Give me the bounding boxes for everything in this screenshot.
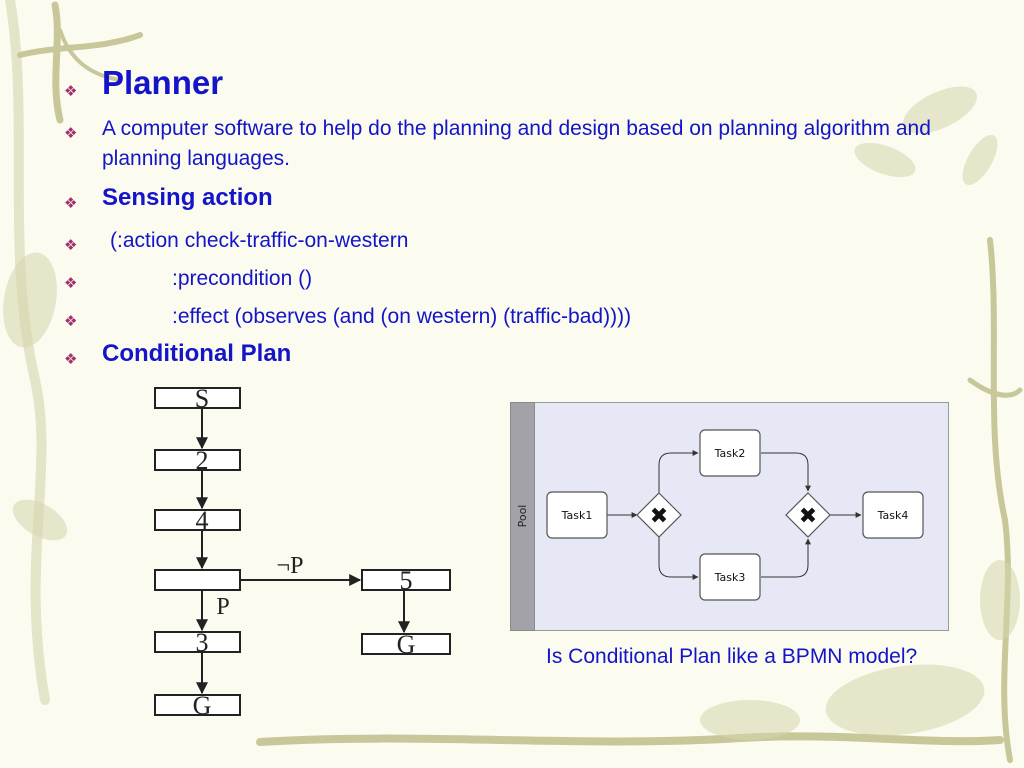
task4-box [862, 491, 924, 539]
flow-node-4 [154, 509, 241, 531]
bpmn-caption: Is Conditional Plan like a BPMN model? [546, 645, 918, 668]
bullet-icon: ❖ [64, 274, 78, 292]
conditional-plan-diagram: S 2 4 5 3 G G ¬P P [154, 384, 451, 720]
task-label: Task1 [561, 509, 593, 522]
flow-node-branch [154, 569, 241, 591]
task-label: Task4 [877, 509, 909, 522]
flow-node-g-right [361, 633, 451, 655]
flow-node-3 [154, 631, 241, 653]
task3-box [699, 553, 761, 601]
bullet-icon: ❖ [64, 236, 78, 254]
precondition-line: :precondition () [172, 267, 313, 290]
flow-node-label: 5 [400, 566, 413, 595]
flow-node-label: 4 [196, 506, 209, 535]
effect-line: :effect (observes (and (on western) (tra… [172, 305, 632, 328]
task2-box [699, 429, 761, 477]
bullet-icon: ❖ [64, 350, 78, 368]
description-text: A computer software to help do the plann… [102, 117, 931, 170]
action-definition-line: (:action check-traffic-on-western [110, 229, 409, 252]
bullet-icon: ❖ [64, 194, 78, 212]
task-label: Task2 [714, 447, 746, 460]
flow-node-label: 2 [196, 446, 209, 475]
flow-node-label: G [193, 691, 212, 720]
flow-node-label: G [397, 630, 416, 659]
task-label: Task3 [714, 571, 746, 584]
pool-label: Pool [516, 505, 529, 528]
pool-lane-header [510, 402, 535, 631]
bullet-icon: ❖ [64, 124, 78, 142]
sensing-action-heading: Sensing action [102, 184, 273, 211]
bullet-icon: ❖ [64, 82, 78, 100]
flow-node-label: S [195, 384, 209, 413]
conditional-plan-heading: Conditional Plan [102, 340, 292, 367]
flow-node-s [154, 387, 241, 409]
slide-title: Planner [102, 64, 224, 101]
gateway-x-icon: ✖ [650, 504, 668, 529]
task1-box [546, 491, 608, 539]
flow-node-label: 3 [196, 628, 209, 657]
bpmn-diagram: Pool Task1 Task2 Task3 Task4 ✖ ✖ [510, 402, 949, 631]
gateway-x-icon: ✖ [799, 504, 817, 529]
flow-node-2 [154, 449, 241, 471]
bullet-icon: ❖ [64, 312, 78, 330]
flow-node-5 [361, 569, 451, 591]
exclusive-gateway-split [636, 492, 682, 538]
edge-label-p: P [216, 594, 229, 620]
edge-label-not-p: ¬P [277, 553, 304, 579]
exclusive-gateway-join [785, 492, 831, 538]
flow-node-g-bottom [154, 694, 241, 716]
